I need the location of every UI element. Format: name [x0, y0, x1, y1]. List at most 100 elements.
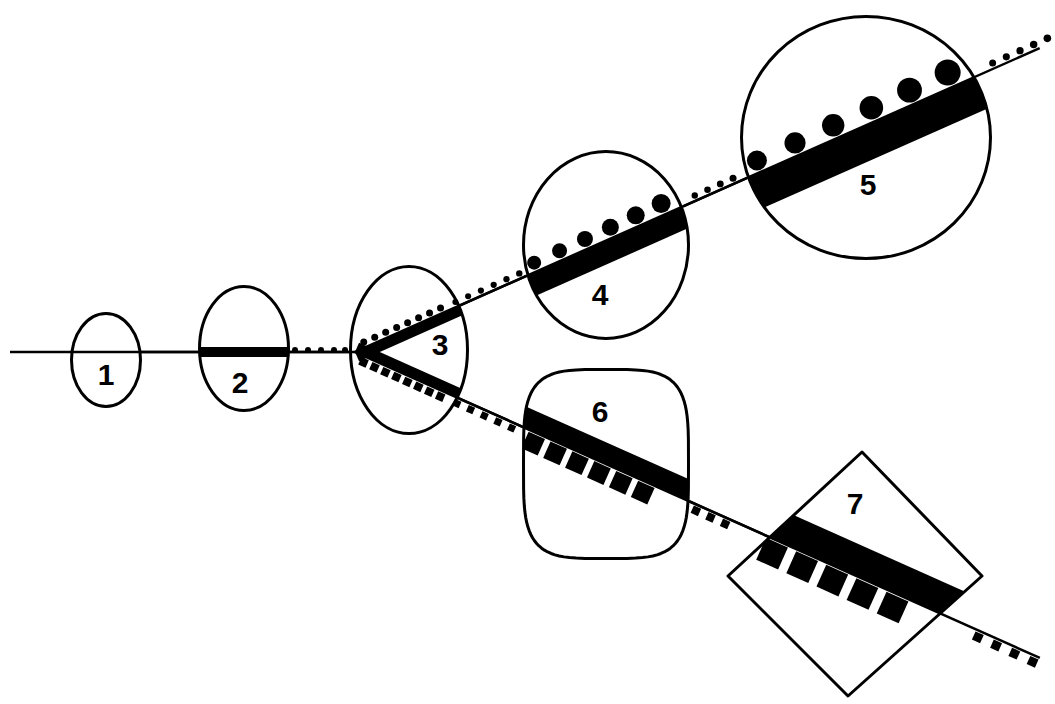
round-dot [393, 324, 400, 331]
round-dot [652, 194, 671, 213]
round-dot [897, 78, 922, 103]
stage-shape: 1 [70, 312, 142, 408]
round-dot [1044, 35, 1052, 43]
lineage-marks [452, 270, 522, 305]
square-dot [391, 372, 402, 383]
square-dot [587, 461, 611, 485]
stage-shape: 5 [740, 15, 992, 260]
shape-outline [349, 265, 469, 435]
round-dot [1016, 47, 1023, 54]
square-dot [413, 382, 424, 393]
lineage-marks [972, 631, 1039, 667]
lineage-connector [290, 351, 349, 354]
round-dot [404, 319, 411, 326]
round-dot [627, 206, 645, 224]
stage-shape: 7 [728, 452, 982, 696]
lineage-marks [360, 305, 444, 346]
round-dot [437, 305, 444, 312]
lineage-connector [460, 276, 526, 305]
shape-outline [740, 15, 992, 260]
round-dot [360, 339, 367, 346]
lineage-line [10, 351, 355, 354]
round-dot [704, 186, 711, 193]
thick-band [492, 395, 728, 515]
round-dot [822, 114, 844, 136]
square-dot [786, 551, 818, 583]
square-dot [816, 565, 848, 597]
stage-number: 6 [592, 396, 609, 428]
round-dot [692, 192, 698, 198]
shape-outline [728, 452, 982, 696]
square-dot [1027, 656, 1039, 668]
square-dot [369, 362, 380, 373]
shape-outline [524, 152, 689, 339]
lineage-connector [459, 398, 522, 426]
lineage-marks [492, 395, 728, 515]
shape-outline [742, 16, 991, 258]
round-dot [426, 309, 433, 316]
round-dot [602, 219, 619, 236]
square-dot [990, 640, 1002, 652]
stage-number: 5 [860, 169, 877, 201]
lineage-marks [452, 399, 516, 433]
round-dot [527, 256, 541, 270]
square-dot [402, 377, 413, 388]
lineage-marks [747, 60, 961, 171]
square-dot [609, 471, 633, 495]
round-dot [860, 96, 884, 120]
lineage-marks [989, 35, 1051, 67]
lineage-marks [358, 357, 445, 402]
square-dot [424, 386, 435, 397]
stage-shape: 6 [522, 368, 690, 560]
stage-number: 7 [847, 488, 864, 520]
thick-band [720, 488, 1024, 646]
lineage-marks [527, 194, 670, 270]
square-dot [358, 357, 369, 368]
lineage-marks [521, 432, 654, 505]
stage-number: 1 [98, 359, 115, 391]
stage-shape: 3 [349, 265, 469, 435]
round-dot [382, 329, 389, 336]
round-dot [371, 334, 378, 341]
round-dot [717, 181, 724, 188]
square-dot [877, 592, 909, 624]
shape-outline [72, 314, 141, 407]
shape-outline [351, 267, 468, 434]
round-dot [747, 150, 767, 170]
square-dot [380, 367, 391, 378]
lineage-marks [726, 524, 908, 623]
round-dot [478, 287, 484, 293]
round-dot [415, 314, 422, 321]
lineage-connector [683, 178, 747, 206]
square-dot [543, 442, 567, 466]
round-dot [784, 132, 805, 153]
shape-outline [200, 287, 289, 411]
lineage-connector [690, 501, 770, 537]
shape-outline [524, 370, 689, 559]
round-dot [491, 282, 497, 288]
stage-number: 2 [232, 367, 249, 399]
stage-shape: 4 [522, 150, 690, 340]
round-dot [552, 243, 567, 258]
round-dot [1003, 53, 1010, 60]
round-dot [989, 59, 996, 66]
round-dot [516, 270, 522, 276]
square-dot [565, 451, 589, 475]
round-dot [730, 175, 737, 182]
round-dot [577, 231, 593, 247]
stage-number: 3 [432, 329, 449, 361]
square-dot [1008, 648, 1020, 660]
square-dot [435, 391, 446, 402]
square-dot [756, 538, 788, 570]
lineage-connector [142, 351, 199, 354]
square-dot [631, 481, 655, 505]
lineage-marks [492, 190, 729, 312]
shape-outline [522, 150, 690, 340]
round-dot [1030, 41, 1037, 48]
stage-shape: 2 [198, 285, 290, 412]
square-dot [972, 631, 984, 643]
stage-number: 4 [592, 279, 609, 311]
lineage-marks [10, 48, 1040, 658]
